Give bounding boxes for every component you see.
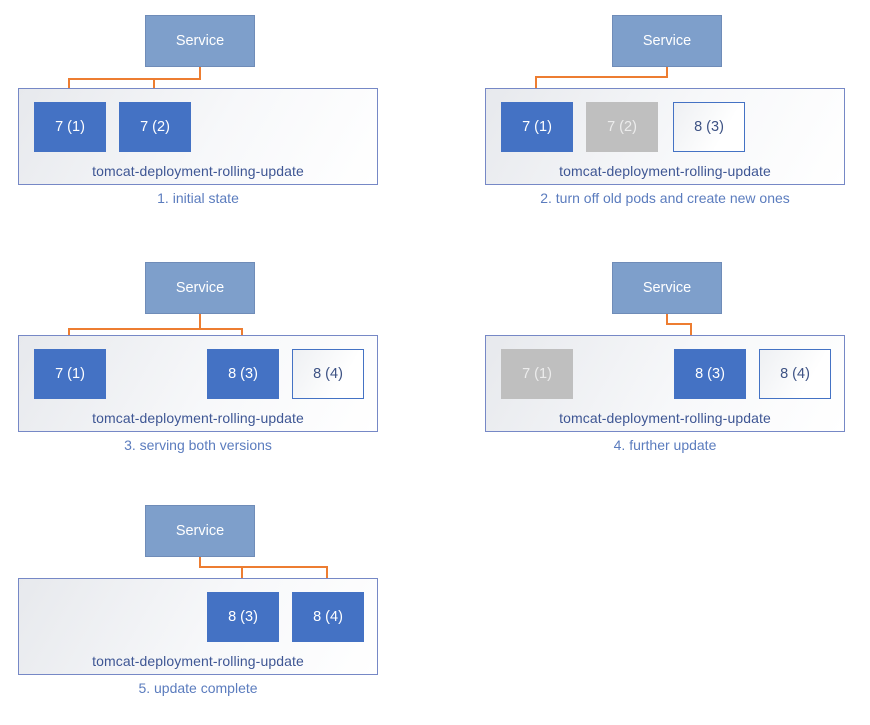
pod-7-1: 7 (1) [501,102,573,152]
panel-caption: 4. further update [613,437,717,453]
deployment-label: tomcat-deployment-rolling-update [92,163,304,179]
service-label: Service [175,33,225,49]
pod-7-2: 7 (2) [119,102,191,152]
service-box: Service [145,262,255,314]
pod-8-4: 8 (4) [292,592,364,642]
pod-8-3: 8 (3) [673,102,745,152]
deployment-box: 7 (1) 7 (2) tomcat-deployment-rolling-up… [18,88,378,185]
pod-8-4: 8 (4) [292,349,364,399]
service-box: Service [145,505,255,557]
pod-7-1: 7 (1) [501,349,573,399]
panel-3-serving-both-versions: Service 7 (1) 8 (3) 8 (4) tomcat-deploym… [0,247,430,482]
pod-8-3: 8 (3) [674,349,746,399]
pod-7-1: 7 (1) [34,349,106,399]
service-box: Service [612,15,722,67]
pod-8-3: 8 (3) [207,592,279,642]
pod-7-1: 7 (1) [34,102,106,152]
deployment-box: 7 (1) 8 (3) 8 (4) tomcat-deployment-roll… [18,335,378,432]
deployment-label: tomcat-deployment-rolling-update [92,410,304,426]
deployment-label: tomcat-deployment-rolling-update [559,410,771,426]
pod-8-4: 8 (4) [759,349,831,399]
service-box: Service [145,15,255,67]
panel-5-update-complete: Service 8 (3) 8 (4) tomcat-deployment-ro… [0,490,430,725]
panel-2-turn-off-old-pods: Service 7 (1) 7 (2) 8 (3) tomcat-deploym… [467,0,870,235]
deployment-box: 7 (1) 7 (2) 8 (3) tomcat-deployment-roll… [485,88,845,185]
panel-4-further-update: Service 7 (1) 8 (3) 8 (4) tomcat-deploym… [467,247,870,482]
panel-1-initial-state: Service 7 (1) 7 (2) tomcat-deployment-ro… [0,0,430,235]
panel-caption: 3. serving both versions [124,437,272,453]
pod-8-3: 8 (3) [207,349,279,399]
service-label: Service [642,280,692,296]
service-label: Service [175,280,225,296]
deployment-box: 8 (3) 8 (4) tomcat-deployment-rolling-up… [18,578,378,675]
panel-caption: 1. initial state [157,190,239,206]
deployment-box: 7 (1) 8 (3) 8 (4) tomcat-deployment-roll… [485,335,845,432]
pod-7-2: 7 (2) [586,102,658,152]
deployment-label: tomcat-deployment-rolling-update [559,163,771,179]
service-box: Service [612,262,722,314]
service-label: Service [642,33,692,49]
panel-caption: 2. turn off old pods and create new ones [540,190,790,206]
panel-caption: 5. update complete [138,680,258,696]
deployment-label: tomcat-deployment-rolling-update [92,653,304,669]
service-label: Service [175,523,225,539]
